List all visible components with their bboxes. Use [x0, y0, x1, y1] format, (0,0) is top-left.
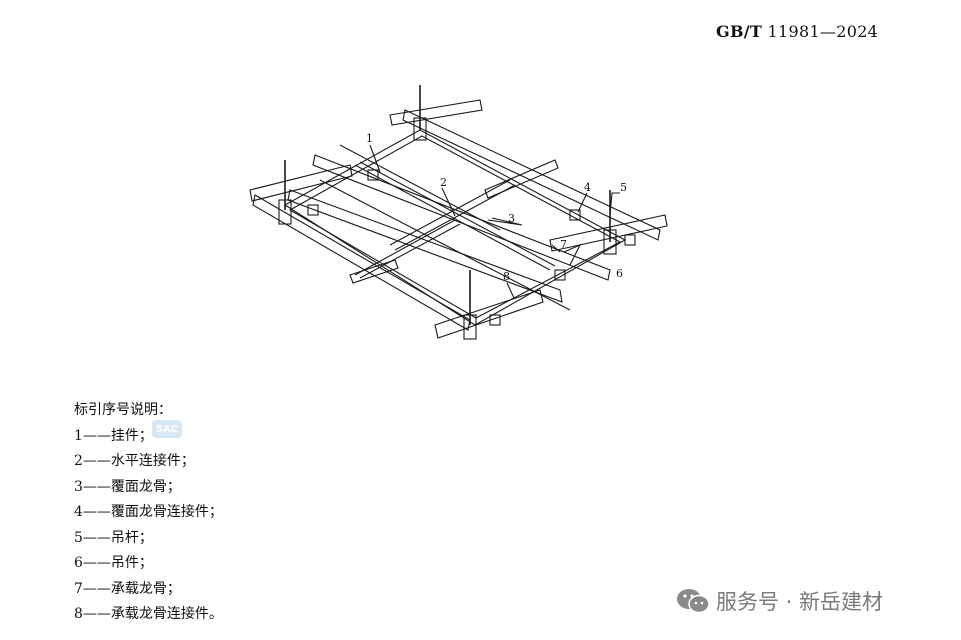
bearing-keel-front [434, 289, 544, 339]
cover-keel-a [312, 154, 611, 281]
wechat-icon [677, 589, 710, 614]
legend: 标引序号说明： 1——挂件； 2——水平连接件； 3——覆面龙骨； 4——覆面龙… [74, 398, 223, 628]
legend-item: 1——挂件； [74, 427, 153, 444]
bearing-keel-left [249, 164, 353, 202]
callout-8: 8 [503, 270, 510, 283]
callout-4: 4 [584, 181, 591, 194]
cover-keel-d [287, 189, 563, 303]
callout-1: 1 [366, 132, 373, 145]
legend-item: 8——承载龙骨连接件。 [74, 606, 223, 622]
callout-2: 2 [440, 176, 447, 189]
hanger-2 [278, 199, 292, 225]
hanger-4 [463, 314, 477, 340]
standard-number: 11981—2024 [767, 22, 879, 41]
callout-5: 5 [620, 181, 627, 194]
legend-title: 标引序号说明： [74, 402, 172, 418]
standard-code: GB/T 11981—2024 [716, 22, 878, 41]
legend-item: 2——水平连接件； [74, 453, 195, 469]
callout-3: 3 [508, 212, 515, 225]
frame-outline [283, 129, 627, 326]
bearing-keel-right [549, 214, 668, 252]
hanger-1 [413, 117, 427, 141]
cross-keel-2 [354, 219, 456, 276]
cross-keel-1 [389, 179, 511, 246]
legend-item: 5——吊杆； [74, 529, 153, 546]
ceiling-keel-system-drawing: 1 2 3 4 5 6 7 8 [249, 85, 668, 340]
horizontal-connector-line [354, 164, 551, 271]
legend-item: 4——覆面龙骨连接件； [74, 504, 223, 520]
legend-item: 7——承载龙骨； [74, 580, 181, 597]
legend-item: 3——覆面龙骨； [74, 478, 181, 495]
callout-7: 7 [560, 238, 567, 251]
wechat-account-badge: 服务号 · 新岳建材 [676, 586, 883, 616]
standard-prefix: GB/T [716, 22, 763, 41]
sac-watermark: SAC [152, 420, 182, 438]
legend-item: 6——吊件； [74, 555, 153, 571]
hanger-3 [603, 229, 617, 255]
callout-6: 6 [616, 267, 623, 280]
cover-keel-b [402, 109, 661, 241]
cover-keel-c [252, 194, 471, 331]
account-label: 服务号 · 新岳建材 [716, 590, 884, 614]
bearing-keel-back [389, 99, 483, 126]
